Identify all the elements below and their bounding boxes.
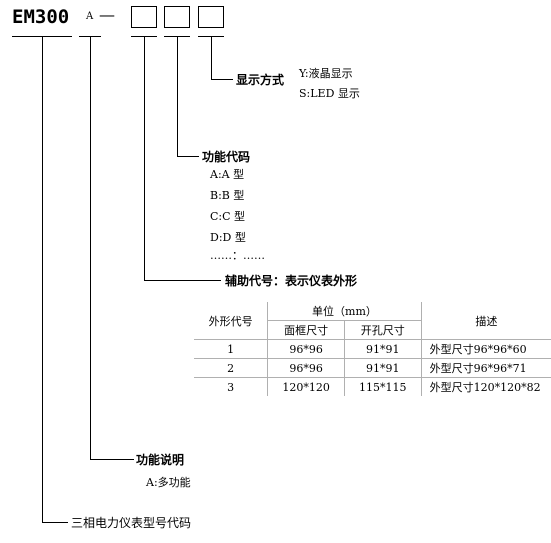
model-suffix: A <box>86 11 94 22</box>
header-hole-size: 开孔尺寸 <box>343 320 422 340</box>
function-code-option: D:D 型 <box>210 231 246 244</box>
shape-table: 外形代号 单位（mm） 描述 面框尺寸 开孔尺寸 1 96*96 91*91 外… <box>194 302 551 396</box>
type-code-label: 三相电力仪表型号代码 <box>71 516 192 530</box>
leader-display-v <box>211 36 212 80</box>
function-code-option: C:C 型 <box>210 210 246 223</box>
header-unit: 单位（mm） <box>267 302 422 321</box>
cell-code: 2 <box>194 358 268 378</box>
cell-frame: 96*96 <box>267 358 345 378</box>
leader-type-v <box>42 36 43 523</box>
table-row: 3 120*120 115*115 外型尺寸120*120*82 <box>194 377 551 396</box>
cell-frame: 96*96 <box>267 339 345 359</box>
cell-desc: 外型尺寸96*96*71 <box>420 358 551 378</box>
code-box-function <box>164 6 190 28</box>
cell-hole: 91*91 <box>343 358 422 378</box>
header-description: 描述 <box>420 302 551 340</box>
function-desc-value: A:多功能 <box>146 476 191 489</box>
header-frame-size: 面框尺寸 <box>267 320 345 340</box>
table-row: 1 96*96 91*91 外型尺寸96*96*60 <box>194 339 551 359</box>
function-code-option: B:B 型 <box>210 189 245 202</box>
code-box-display <box>198 6 224 28</box>
table-row: 2 96*96 91*91 外型尺寸96*96*71 <box>194 358 551 378</box>
display-mode-label: 显示方式 <box>236 73 285 87</box>
cell-hole: 115*115 <box>343 377 422 396</box>
leader-funcdesc-v <box>90 36 91 460</box>
display-mode-option: S:LED 显示 <box>299 87 360 100</box>
function-code-option: A:A 型 <box>210 168 245 181</box>
cell-frame: 120*120 <box>267 377 345 396</box>
model-dash: — <box>99 5 115 24</box>
model-code: EM300 <box>12 6 70 28</box>
cell-desc: 外型尺寸120*120*82 <box>420 377 551 396</box>
leader-function-v <box>177 36 178 157</box>
cell-desc: 外型尺寸96*96*60 <box>420 339 551 359</box>
leader-aux-h <box>144 280 221 281</box>
leader-aux-v <box>144 36 145 281</box>
header-shape-code: 外形代号 <box>208 314 253 328</box>
function-code-option: ……：…… <box>210 249 265 262</box>
code-box-aux <box>131 6 157 28</box>
leader-display-h <box>211 79 233 80</box>
cell-hole: 91*91 <box>343 339 422 359</box>
cell-code: 1 <box>194 339 268 359</box>
cell-code: 3 <box>194 377 268 396</box>
function-code-label: 功能代码 <box>202 150 251 164</box>
leader-funcdesc-h <box>90 459 134 460</box>
display-mode-option: Y:液晶显示 <box>299 67 353 80</box>
leader-function-h <box>177 156 199 157</box>
function-desc-label: 功能说明 <box>136 453 185 467</box>
aux-code-label: 辅助代号：表示仪表外形 <box>225 274 358 288</box>
leader-type-h <box>42 522 68 523</box>
